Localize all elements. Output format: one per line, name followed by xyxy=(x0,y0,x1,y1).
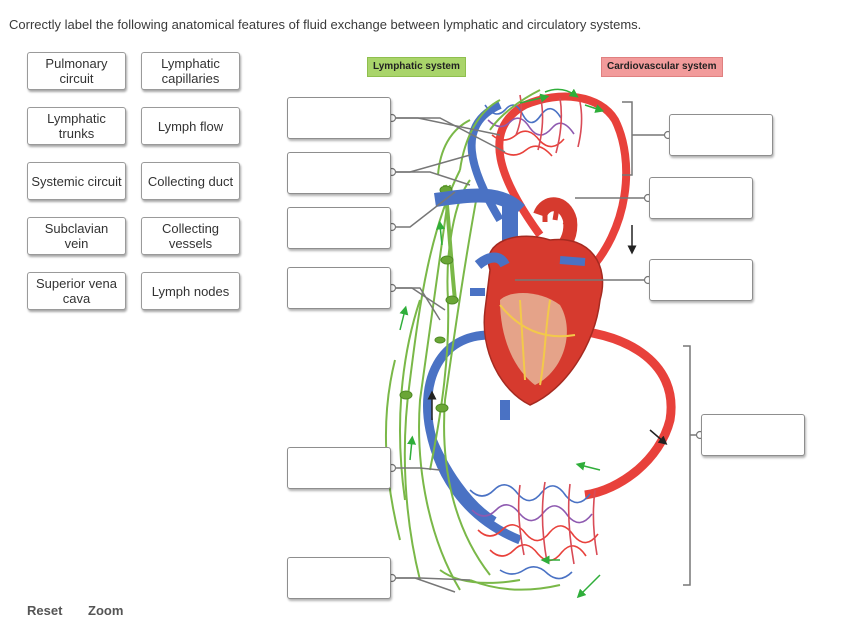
drop-target-10[interactable] xyxy=(701,414,805,456)
chip-text: Lymph nodes xyxy=(151,283,230,299)
label-pulmonary-circuit[interactable]: Pulmonary circuit xyxy=(27,52,126,90)
label-lymphatic-trunks[interactable]: Lymphatic trunks xyxy=(27,107,126,145)
chip-text: Lymph flow xyxy=(157,118,224,134)
lymph-flow-arrows xyxy=(399,88,605,599)
label-collecting-duct[interactable]: Collecting duct xyxy=(141,162,240,200)
drop-target-3[interactable] xyxy=(287,207,391,249)
drop-target-2[interactable] xyxy=(287,152,391,194)
label-lymph-flow[interactable]: Lymph flow xyxy=(141,107,240,145)
chip-text: Pulmonary circuit xyxy=(45,56,108,86)
drop-target-6[interactable] xyxy=(287,557,391,599)
label-collecting-vessels[interactable]: Collecting vessels xyxy=(141,217,240,255)
chip-text: Collecting duct xyxy=(147,173,234,189)
label-superior-vena-cava[interactable]: Superior vena cava xyxy=(27,272,126,310)
label-subclavian-vein[interactable]: Subclavian vein xyxy=(27,217,126,255)
drop-target-1[interactable] xyxy=(287,97,391,139)
instruction-text: Correctly label the following anatomical… xyxy=(9,17,642,32)
pulmonary-capillary-bed xyxy=(484,94,583,157)
leader-lines xyxy=(392,101,700,593)
label-lymph-nodes[interactable]: Lymph nodes xyxy=(141,272,240,310)
label-systemic-circuit[interactable]: Systemic circuit xyxy=(27,162,126,200)
heart xyxy=(434,188,604,420)
reset-button[interactable]: Reset xyxy=(27,603,63,618)
drop-target-9[interactable] xyxy=(649,259,753,301)
lymphatic-system-tag: Lymphatic system xyxy=(367,57,466,77)
pulmonary-artery-loop xyxy=(495,92,631,278)
drop-target-5[interactable] xyxy=(287,447,391,489)
chip-text: Collecting vessels xyxy=(161,221,220,251)
zoom-button[interactable]: Zoom xyxy=(88,603,124,618)
circulation-arrow-right xyxy=(649,429,668,445)
cardiovascular-system-tag: Cardiovascular system xyxy=(601,57,723,77)
chip-text: Subclavian vein xyxy=(44,221,109,251)
label-lymphatic-capillaries[interactable]: Lymphatic capillaries xyxy=(141,52,240,90)
drop-target-7[interactable] xyxy=(669,114,773,156)
aorta-descending xyxy=(559,325,676,500)
chip-text: Superior vena cava xyxy=(36,276,117,306)
chip-text: Lymphatic capillaries xyxy=(161,56,220,86)
chip-text: Lymphatic trunks xyxy=(47,111,106,141)
systemic-capillary-bed xyxy=(469,481,599,580)
drop-target-4[interactable] xyxy=(287,267,391,309)
drop-target-8[interactable] xyxy=(649,177,753,219)
chip-text: Systemic circuit xyxy=(31,173,122,189)
